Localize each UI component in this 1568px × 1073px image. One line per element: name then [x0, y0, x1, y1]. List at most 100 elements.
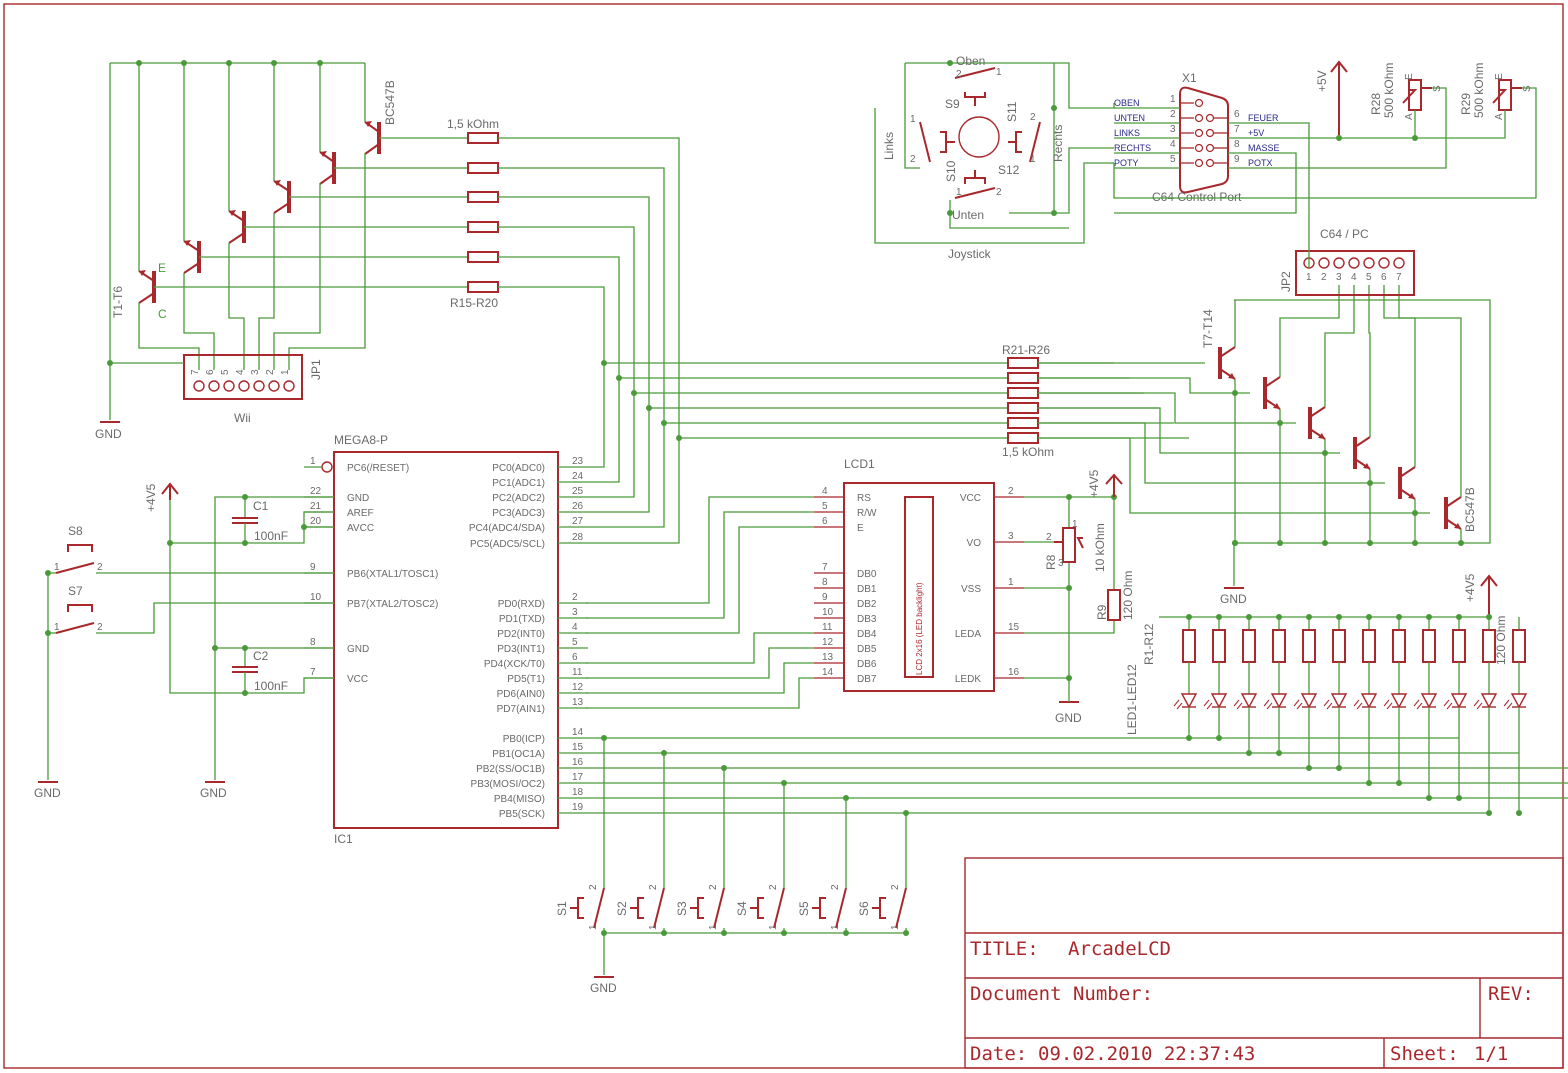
led-v45-label: +4V5: [1463, 573, 1477, 602]
x1-pin: [1194, 98, 1204, 108]
r21-resistor: [1007, 372, 1039, 384]
led: [1293, 693, 1318, 710]
ic1-pin-num: 24: [572, 471, 584, 482]
led-resistor: [1302, 629, 1316, 663]
lcd-pin-num: 4: [822, 486, 828, 497]
sheet-label: Sheet:: [1390, 1043, 1459, 1065]
jp1-pin: [208, 380, 220, 392]
c2-label: C2: [253, 649, 269, 663]
ic1-pin-label: PB0(ICP): [503, 734, 545, 745]
led-section: +4V5 R1-R12 120 Ohm LED1-LED12: [588, 573, 1568, 816]
led-resistor: [1212, 629, 1226, 663]
date-value: 09.02.2010 22:37:43: [1038, 1043, 1255, 1065]
gnd-label-bottom: GND: [590, 981, 617, 995]
r-120-label: 120 Ohm: [1494, 616, 1508, 665]
lcd-pin-label: VSS: [961, 584, 981, 595]
x1-pin-label: POTX: [1248, 158, 1273, 168]
jp1-pin-num: 2: [265, 369, 276, 375]
ic1-pin-label: GND: [347, 644, 369, 655]
wii-label: Wii: [234, 411, 251, 425]
ic1-pin-label: PC0(ADC0): [492, 463, 545, 474]
switch-label-s1: S1: [555, 901, 569, 916]
lcd-pin-num: 9: [822, 592, 828, 603]
svg-text:3: 3: [1058, 558, 1064, 569]
jp1-pin-num: 6: [205, 369, 216, 375]
ic1-pin-num: 10: [310, 592, 322, 603]
ic1-pin-label: PB7(XTAL2/TOSC2): [347, 599, 438, 610]
ic1-pin-num: 19: [572, 802, 584, 813]
lcd-inner-label: LCD 2x16 (LED backlight): [915, 582, 924, 675]
lcd-pin-num: 7: [822, 562, 828, 573]
jp1-pin: [223, 380, 235, 392]
switch-pin-num: 2: [830, 884, 841, 890]
x1-pin-num: 4: [1170, 139, 1176, 150]
switch-pin-num: 2: [768, 884, 779, 890]
x1-label: X1: [1182, 71, 1197, 85]
ic1-pin-label: PD2(INT0): [497, 629, 545, 640]
x1-pin-label: UNTEN: [1114, 113, 1145, 123]
svg-text:2: 2: [97, 562, 103, 573]
ic1-pin-num: 1: [310, 456, 316, 467]
wii-transistor: [364, 63, 381, 155]
jp2-label: JP2: [1279, 271, 1293, 292]
ic1-pin-label: PC5(ADC5/SCL): [470, 539, 545, 550]
s7-label: S7: [68, 584, 83, 598]
ic1-pin-num: 20: [310, 516, 322, 527]
lcd-pin-label: DB6: [857, 659, 877, 670]
r8-label: R8: [1044, 554, 1058, 570]
oben-label: Oben: [956, 54, 985, 68]
x1-pin: [1194, 128, 1204, 138]
title-value: ArcadeLCD: [1068, 938, 1171, 960]
lcd-pin-label: DB2: [857, 599, 877, 610]
r28-value: 500 kOhm: [1382, 63, 1396, 118]
switch-pin-num: 1: [830, 924, 841, 930]
ic1-pin-num: 22: [310, 486, 322, 497]
ic1-pin-num: 2: [572, 592, 578, 603]
svg-text:1: 1: [956, 187, 962, 198]
bottom-switch: 21: [630, 750, 667, 936]
led-resistor: [1182, 629, 1196, 663]
wii-transistor: [273, 63, 291, 214]
x1-pin-num: 7: [1234, 124, 1240, 135]
jp2-pin-num: 7: [1396, 272, 1402, 283]
led: [1263, 693, 1288, 710]
switch-label-s4: S4: [735, 901, 749, 916]
svg-text:1: 1: [1072, 519, 1078, 530]
c1-label: C1: [253, 499, 269, 513]
switch-pin-num: 2: [708, 884, 719, 890]
x1-pin-num: 1: [1170, 94, 1176, 105]
led: [1473, 693, 1498, 710]
lcd-pin-num: 3: [1008, 531, 1014, 542]
lcd-pin-num: 2: [1008, 486, 1014, 497]
lcd-pin-label: DB7: [857, 674, 877, 685]
x1-pin-label: MASSE: [1248, 143, 1280, 153]
jp1-pin: [268, 380, 280, 392]
jp1-pin-num: 5: [220, 369, 231, 375]
gnd-label-pc: GND: [1220, 592, 1247, 606]
led-resistor: [1392, 629, 1406, 663]
r21-resistor: [1007, 402, 1039, 414]
led: [1173, 693, 1198, 710]
ic1: MEGA8-P IC1 1PC6(/RESET)22GND21AREF20AVC…: [304, 433, 588, 846]
lcd-pin-label: E: [857, 523, 864, 534]
svg-text:2: 2: [97, 622, 103, 633]
r29-label: R29: [1459, 93, 1473, 115]
x1-pin-label: POTY: [1114, 158, 1139, 168]
led: [1203, 693, 1228, 710]
lcd-pin-num: 10: [822, 607, 834, 618]
switch-pin-num: 1: [588, 924, 599, 930]
c64pc-label: C64 / PC: [1320, 227, 1369, 241]
ic1-pin-label: PB5(SCK): [499, 809, 545, 820]
led: [1323, 693, 1348, 710]
ic1-pin-label: PB1(OC1A): [492, 749, 545, 760]
ic1-pin-num: 15: [572, 742, 584, 753]
bc547b-label-1: BC547B: [383, 80, 397, 125]
power-caps: +4V5 GND C1 100nF C2 100nF: [34, 461, 334, 800]
r9-value: 120 Ohm: [1121, 571, 1135, 620]
jp2-pin: [1393, 257, 1405, 269]
ic1-pin-num: 16: [572, 757, 584, 768]
led-label: LED1-LED12: [1125, 664, 1139, 735]
